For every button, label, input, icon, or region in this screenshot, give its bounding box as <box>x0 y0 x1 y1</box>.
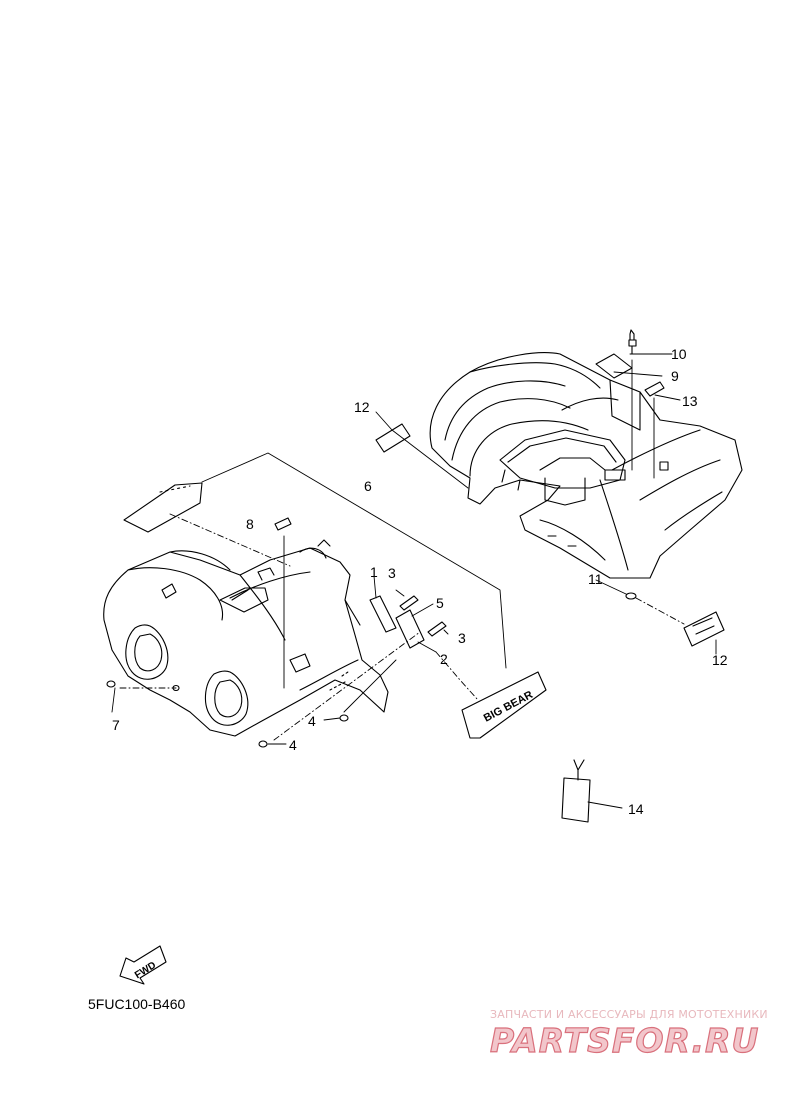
watermark-logo: PARTSFOR.RU <box>489 1020 759 1060</box>
callout-6: 6 <box>364 478 372 494</box>
plate-part-1 <box>369 595 397 633</box>
callout-10: 10 <box>671 346 687 362</box>
callout-14: 14 <box>628 801 644 817</box>
big-bear-decal-text: BIG BEAR <box>482 689 535 725</box>
screw-part-10 <box>628 329 637 355</box>
callout-8: 8 <box>246 516 254 532</box>
nut-part-4-upper <box>339 714 349 722</box>
callout-1: 1 <box>370 564 378 580</box>
fwd-arrow-icon <box>119 945 167 985</box>
callout-5: 5 <box>436 595 444 611</box>
front-fender <box>103 539 389 737</box>
callout-4-lower: 4 <box>289 737 297 753</box>
diagram-code: 5FUC100-B460 <box>88 996 186 1012</box>
big-bear-decal <box>461 671 547 739</box>
pad-part-6 <box>123 482 203 533</box>
screw-part-3-upper <box>399 595 419 611</box>
screw-part-3-lower <box>427 621 447 637</box>
callout-9: 9 <box>671 368 679 384</box>
callout-4-upper: 4 <box>308 713 316 729</box>
callout-3-upper: 3 <box>388 565 396 581</box>
label-part-8 <box>274 517 292 531</box>
tag-part-14 <box>561 759 591 823</box>
callout-7: 7 <box>112 717 120 733</box>
callout-12-left: 12 <box>354 399 370 415</box>
plate-part-9 <box>595 353 633 379</box>
rear-fender <box>429 352 743 579</box>
watermark-tagline: ЗАПЧАСТИ И АКСЕССУАРЫ ДЛЯ МОТОТЕХНИКИ <box>490 1008 768 1021</box>
callout-3-lower: 3 <box>458 630 466 646</box>
label-part-13 <box>644 381 665 397</box>
callout-11: 11 <box>588 571 603 587</box>
watermark-logo-text: PARTSFOR.RU <box>490 1021 759 1060</box>
grommet-part-11 <box>625 592 637 600</box>
callout-13: 13 <box>682 393 698 409</box>
decal-part-12-left <box>375 423 411 453</box>
clip-part-7 <box>106 680 116 688</box>
callout-12-right: 12 <box>712 652 728 668</box>
nut-part-4-lower <box>258 740 268 748</box>
leader-lines <box>111 353 717 809</box>
fwd-arrow-label: FWD <box>133 960 158 981</box>
callout-2: 2 <box>440 651 448 667</box>
decal-part-12-right <box>683 611 725 647</box>
plate-part-2 <box>395 609 425 649</box>
